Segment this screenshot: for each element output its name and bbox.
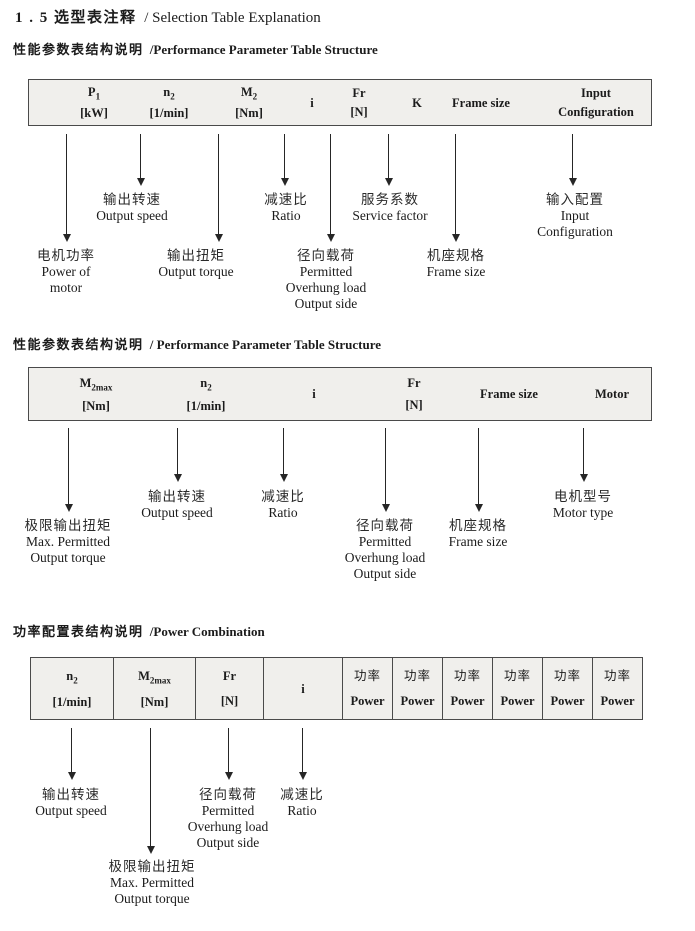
section2-heading-cn: 性能参数表结构说明: [13, 337, 144, 352]
down-arrow: [279, 428, 288, 482]
section3-heading: 功率配置表结构说明 /Power Combination: [13, 621, 265, 640]
down-arrow: [326, 134, 335, 242]
header-cell-n2: n2[1/min]: [186, 375, 226, 413]
header-cell-frame-size: Frame size: [452, 95, 510, 110]
header-cell-frame-size: Frame size: [480, 387, 538, 401]
header-cell-fr: Fr[N]: [405, 376, 423, 412]
down-arrow: [64, 428, 73, 512]
header-cell-n2: n2[1/min]: [31, 658, 114, 719]
section1-heading-en: /Performance Parameter Table Structure: [149, 42, 378, 57]
performance-table-2: M2max[Nm] n2[1/min] i Fr[N] Frame size M…: [28, 367, 652, 421]
header-cell-m2: M2[Nm]: [235, 85, 263, 120]
header-cell-n2: n2[1/min]: [149, 85, 189, 120]
down-arrow: [146, 728, 155, 854]
down-arrow: [62, 134, 71, 242]
section3-heading-cn: 功率配置表结构说明: [13, 624, 144, 639]
header-cell-motor: Motor: [594, 387, 630, 401]
header-cell-m2max: M2max[Nm]: [114, 658, 196, 719]
header-cell-fr: Fr[N]: [196, 658, 264, 719]
performance-table-1: P1[kW] n2[1/min] M2[Nm] i Fr[N] K Frame …: [28, 79, 652, 126]
down-arrow: [384, 134, 393, 186]
section2-heading: 性能参数表结构说明 / Performance Parameter Table …: [13, 334, 381, 353]
section3-heading-en: /Power Combination: [149, 624, 265, 639]
header-cell-i: i: [310, 95, 314, 110]
down-arrow: [451, 134, 460, 242]
header-cell-k: K: [412, 95, 422, 110]
header-cell-fr: Fr[N]: [350, 85, 368, 120]
header-cell-p1: P1[kW]: [80, 85, 108, 120]
section1-heading: 性能参数表结构说明 /Performance Parameter Table S…: [13, 39, 378, 58]
header-cell-i: i: [264, 658, 343, 719]
section2-heading-en: / Performance Parameter Table Structure: [149, 337, 382, 352]
down-arrow: [298, 728, 307, 780]
header-cell-i: i: [312, 387, 316, 401]
section1-heading-cn: 性能参数表结构说明: [13, 42, 144, 57]
page-title-cn: 1 . 5 选型表注释: [15, 10, 137, 26]
down-arrow: [136, 134, 145, 186]
down-arrow: [280, 134, 289, 186]
down-arrow: [224, 728, 233, 780]
down-arrow: [474, 428, 483, 512]
down-arrow: [579, 428, 588, 482]
header-cell-m2max: M2max[Nm]: [79, 375, 113, 413]
down-arrow: [568, 134, 577, 186]
down-arrow: [173, 428, 182, 482]
down-arrow: [67, 728, 76, 780]
page-title: 1 . 5 选型表注释 / Selection Table Explanatio…: [15, 6, 321, 27]
down-arrow: [381, 428, 390, 512]
down-arrow: [214, 134, 223, 242]
page-title-en: / Selection Table Explanation: [144, 10, 321, 26]
